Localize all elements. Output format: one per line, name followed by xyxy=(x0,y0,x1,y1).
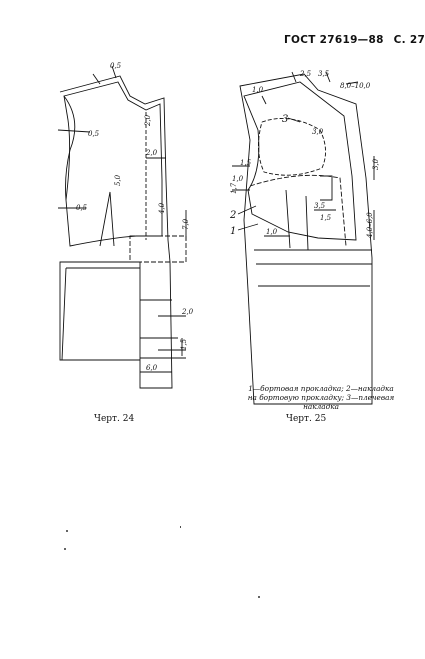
fig24-dim-dart-small: 5,0 xyxy=(114,174,122,186)
fig25-dim-right-top: 3,0 xyxy=(372,158,380,170)
fig24-dim-side-left: 0,5 xyxy=(76,204,88,212)
fig24-dim-hem-bottom: 1,5 xyxy=(180,338,188,350)
fig25-interlining xyxy=(243,81,357,241)
fig25-dim-armhole: 3,0 xyxy=(312,128,324,136)
fig25-callout-1: 1 xyxy=(230,226,236,237)
scan-speck xyxy=(258,596,260,598)
fig25-dim-top-left: 1,0 xyxy=(252,86,264,94)
fig25-overlay xyxy=(249,174,347,247)
figure-25-dimensions: 1,0 2,5 3,5 8,0–10,0 3,0 1,5 1,0 1,7 3,5… xyxy=(229,70,380,239)
fig25-callout-3: 3 xyxy=(282,114,288,125)
fig24-lower xyxy=(61,267,178,361)
fig25-dim-top-mid: 2,5 xyxy=(299,70,312,78)
fig25-pocket xyxy=(285,175,333,251)
fig25-dim-pocket-b: 1,0 xyxy=(232,175,244,183)
fig24-armhole xyxy=(63,95,76,201)
page-number: С. 27 xyxy=(393,34,425,46)
fig24-dim-right-low: 7,0 xyxy=(182,218,190,230)
fig25-dim-lower-b: 1,5 xyxy=(320,214,332,222)
fig25-shoulder-pad xyxy=(258,117,326,176)
fig24-dim-bottom-width: 6,0 xyxy=(146,364,158,372)
fig25-outline xyxy=(239,73,373,405)
fig24-arrows-top xyxy=(92,65,117,85)
fig24-dart xyxy=(99,191,115,247)
fig25-dim-side-b: 3,5 xyxy=(314,202,326,210)
figure-25-legend: 1—бортовая прокладка; 2—накладка на борт… xyxy=(247,384,395,411)
fig24-dim-hem-side: 2,0 xyxy=(181,308,194,316)
fig25-callout-leaders xyxy=(237,117,301,231)
figure-24-dimensions: 0,5 0,5 0,5 2,0 2,0 4,0 5,0 7,0 2,0 1,5 … xyxy=(76,62,194,372)
fig25-lower-lines xyxy=(254,249,372,287)
fig24-interlining xyxy=(63,81,163,247)
fig25-dim-top-mid2: 3,5 xyxy=(318,70,330,78)
fig24-vert-dims xyxy=(181,210,187,356)
fig24-pocket xyxy=(129,235,187,263)
fig25-dim-pocket-a: 1,5 xyxy=(240,159,252,167)
fig25-arrows xyxy=(232,156,375,240)
fig25-callout-2: 2 xyxy=(229,210,236,221)
fig25-dim-lower-a: 1,0 xyxy=(266,228,278,236)
fig24-dim-armhole-left: 0,5 xyxy=(88,130,100,138)
fig25-dim-right-low: 4,0–6,0 xyxy=(366,212,374,239)
figure-24-drawing xyxy=(57,65,187,389)
standard-number: ГОСТ 27619—88 xyxy=(284,34,384,46)
scan-speck xyxy=(180,526,181,528)
fig24-dim-shoulder-top: 0,5 xyxy=(110,62,122,70)
fig24-dim-dart-vertical: 2,0 xyxy=(144,114,152,127)
figure-24-caption: Черт. 24 xyxy=(94,414,135,424)
scan-speck xyxy=(64,548,66,550)
fig24-dim-front-mid: 4,0 xyxy=(158,202,166,215)
figure-25-caption: Черт. 25 xyxy=(286,414,327,424)
fig24-arrows xyxy=(57,129,186,373)
fig25-dim-top-right: 8,0–10,0 xyxy=(340,82,371,90)
figure-25-drawing xyxy=(232,71,375,405)
scan-speck xyxy=(66,530,68,532)
fig25-dim-side-a: 1,7 xyxy=(230,182,238,194)
fig25-arrows-top xyxy=(261,71,359,105)
page-header: ГОСТ 27619—88 С. 27 xyxy=(284,34,425,46)
fig24-outline xyxy=(59,75,173,389)
fig24-dim-dart-side: 2,0 xyxy=(145,149,158,157)
